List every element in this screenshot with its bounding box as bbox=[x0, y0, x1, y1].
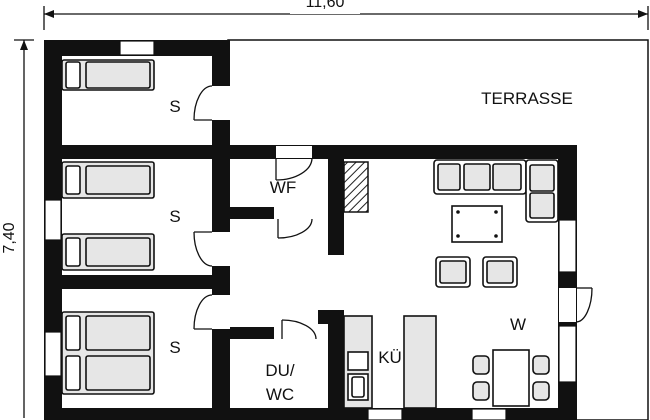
height-label: 7,40 bbox=[1, 222, 18, 253]
sofa bbox=[433, 159, 559, 223]
bedroom-3-label: S bbox=[169, 338, 180, 357]
windows bbox=[44, 40, 577, 420]
bathroom-label-line1: DU/ bbox=[265, 361, 295, 380]
kitchen-counters bbox=[343, 315, 437, 409]
kitchen-label: KÜ bbox=[378, 348, 402, 367]
width-label: 11,60 bbox=[306, 0, 345, 11]
width-dimension: 11,60 bbox=[43, 0, 649, 30]
armchairs bbox=[435, 256, 518, 288]
terrace-label: TERRASSE bbox=[481, 89, 573, 108]
laundry-label: WF bbox=[270, 178, 296, 197]
living-label: W bbox=[510, 315, 526, 334]
doors bbox=[193, 85, 593, 340]
bathroom-label-line2: WC bbox=[266, 385, 294, 404]
height-dimension: 7,40 bbox=[1, 39, 34, 418]
bedroom-1-label: S bbox=[169, 97, 180, 116]
bedroom-2-label: S bbox=[169, 207, 180, 226]
dining-table bbox=[472, 349, 550, 407]
coffee-table bbox=[451, 205, 503, 243]
beds bbox=[61, 59, 155, 395]
stove-hatched bbox=[343, 161, 369, 213]
